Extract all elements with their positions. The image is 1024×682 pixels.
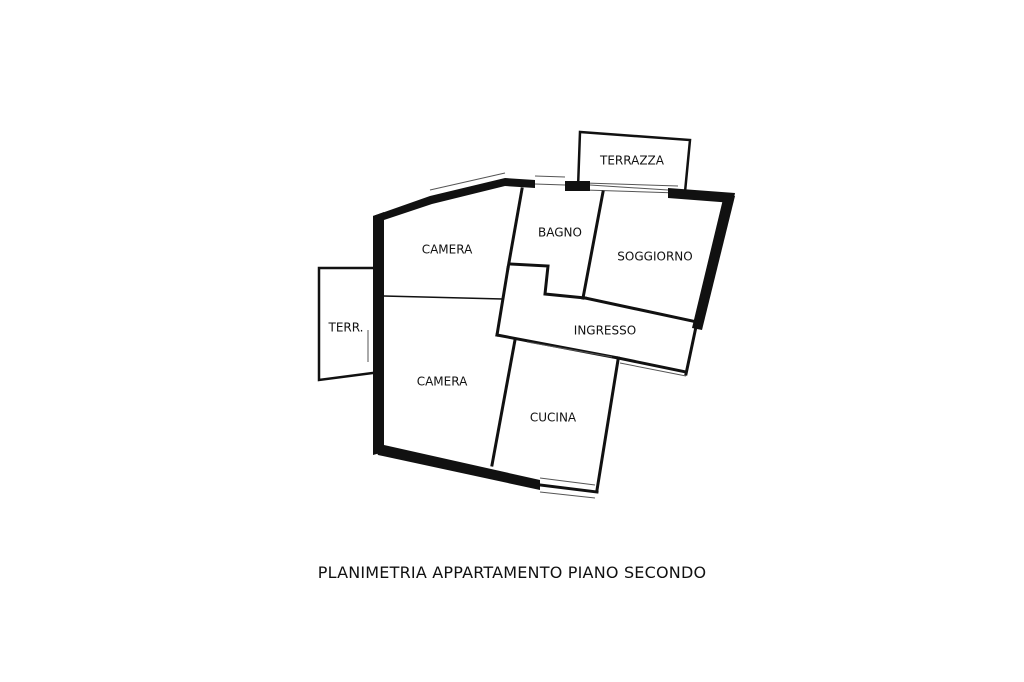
- room-label-ingresso: INGRESSO: [574, 324, 636, 338]
- window-marks: [429, 172, 687, 499]
- room-label-camera-top: CAMERA: [422, 243, 473, 257]
- room-label-camera-bottom: CAMERA: [417, 375, 468, 389]
- room-label-terrazza: TERRAZZA: [599, 154, 665, 168]
- room-label-terr: TERR.: [328, 321, 364, 335]
- room-label-soggiorno: SOGGIORNO: [617, 250, 692, 264]
- room-label-bagno: BAGNO: [538, 226, 582, 240]
- room-label-cucina: CUCINA: [530, 411, 577, 425]
- plan-caption: PLANIMETRIA APPARTAMENTO PIANO SECONDO: [317, 563, 707, 582]
- terrazza-balcony: [576, 130, 692, 194]
- interior-walls: [383, 187, 699, 494]
- outer-walls: [373, 178, 735, 490]
